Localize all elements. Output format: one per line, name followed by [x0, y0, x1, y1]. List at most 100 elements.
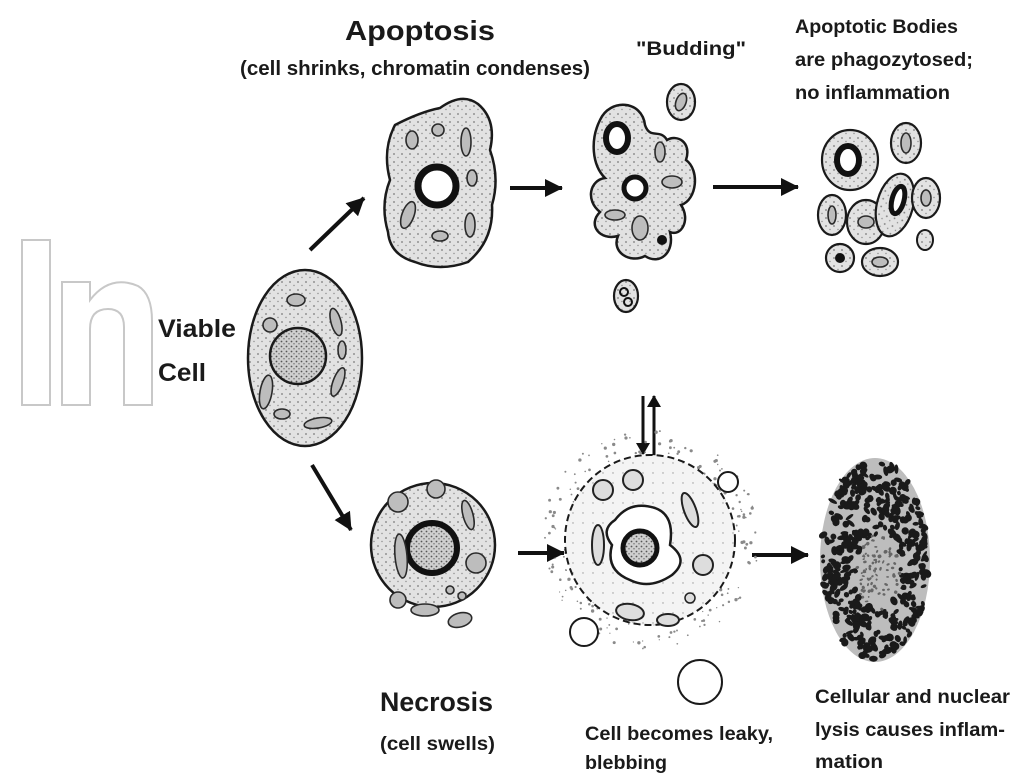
leaked-speckle: [548, 567, 550, 569]
leaked-speckle: [599, 618, 602, 621]
leaked-speckle: [570, 586, 573, 589]
leaked-speckle: [575, 586, 577, 588]
nucleus: [270, 328, 326, 384]
leaked-speckle: [588, 455, 590, 457]
apoptotic-bodies: [818, 123, 940, 276]
leaky-cell-label-line-2: blebbing: [585, 753, 667, 774]
organelle: [921, 190, 931, 206]
leaked-speckle: [563, 556, 565, 558]
leaked-speckle: [659, 639, 660, 640]
leaked-speckle: [643, 646, 646, 649]
leaked-speckle: [703, 624, 705, 626]
apoptotic-body: [818, 195, 846, 235]
leaked-speckle: [577, 487, 580, 490]
leaked-speckle: [588, 469, 591, 472]
leaked-speckle: [554, 527, 556, 529]
leaky-cell: [544, 430, 757, 704]
leaked-speckle: [702, 611, 703, 612]
leaked-speckle: [606, 627, 607, 628]
nuclear-fragment: [835, 253, 845, 263]
leaked-speckle: [559, 578, 562, 581]
leaked-speckle: [743, 490, 745, 492]
condensed-nucleus: [418, 167, 456, 205]
leaked-speckle: [659, 430, 661, 432]
leaked-speckle: [732, 507, 735, 510]
organelle: [447, 610, 474, 630]
apoptotic-bodies-line-1: Apoptotic Bodies: [795, 17, 958, 38]
organelle: [406, 131, 418, 149]
leaked-speckle: [629, 437, 631, 439]
leaked-speckle: [559, 591, 560, 592]
leaked-speckle: [738, 501, 740, 503]
leaked-speckle: [553, 511, 556, 514]
arrow-right-icon: [310, 198, 364, 250]
leaked-speckle: [599, 628, 602, 631]
leaked-speckle: [754, 556, 757, 559]
leaked-speckle: [556, 487, 559, 490]
bud: [667, 84, 695, 120]
apoptotic-body: [822, 130, 878, 190]
leaked-speckle: [737, 515, 739, 517]
leaked-speckle: [717, 454, 719, 456]
leaked-speckle: [669, 440, 672, 443]
lysed-cell: [818, 458, 933, 662]
leaked-speckle: [721, 468, 723, 470]
leaked-speckle: [654, 431, 657, 434]
leaked-speckle: [707, 614, 708, 615]
leaked-speckle: [606, 455, 609, 458]
shrinking-cell: [384, 99, 495, 267]
apoptosis-title: Apoptosis: [345, 15, 495, 46]
leaked-speckle: [669, 446, 672, 449]
leaked-speckle: [608, 624, 610, 626]
leaked-speckle: [673, 447, 675, 449]
leaked-speckle: [727, 588, 729, 590]
apoptotic-bodies-line-2: are phagozytosed;: [795, 50, 973, 71]
organelle: [605, 210, 625, 220]
viable-cell-label-line-1: Viable: [158, 315, 236, 343]
bleb: [570, 618, 598, 646]
organelle: [657, 235, 667, 245]
leaked-speckle: [580, 602, 583, 605]
leaked-speckle: [571, 494, 573, 496]
leaked-speckle: [741, 511, 742, 512]
leaked-speckle: [552, 563, 554, 565]
mitochondrion: [461, 128, 471, 156]
leaked-speckle: [673, 630, 675, 632]
leaked-speckle: [748, 562, 751, 565]
leaked-speckle: [735, 494, 737, 496]
mitochondrion: [592, 525, 604, 565]
budding-cell: [591, 84, 695, 312]
leaked-speckle: [548, 499, 551, 502]
mitochondrion: [465, 213, 475, 237]
leaked-speckle: [719, 469, 721, 471]
leaked-speckle: [633, 641, 634, 642]
organelle: [287, 294, 305, 306]
nuclear-fragment: [837, 146, 859, 174]
leaked-speckle: [687, 634, 689, 636]
organelle: [593, 480, 613, 500]
leaked-speckle: [658, 442, 661, 445]
organelle: [338, 341, 346, 359]
leaked-speckle: [676, 643, 678, 645]
leaked-speckle: [554, 558, 555, 559]
leaked-speckle: [644, 451, 646, 453]
arrow-right-icon: [312, 465, 351, 530]
organelle: [693, 555, 713, 575]
nuclear-fragment: [606, 124, 628, 152]
leaky-cell-label-line-1: Cell becomes leaky,: [585, 724, 773, 745]
lysis-label-line-3: mation: [815, 752, 883, 773]
leaked-speckle: [637, 641, 640, 644]
leaked-speckle: [676, 630, 678, 632]
leaked-speckle: [740, 541, 743, 544]
leaked-speckle: [717, 464, 718, 465]
leaked-speckle: [670, 631, 673, 634]
leaked-speckle: [578, 458, 581, 461]
bleb: [718, 472, 738, 492]
lysis-label-line-1: Cellular and nuclear: [815, 687, 1011, 708]
leaked-speckle: [570, 488, 572, 490]
organelle: [901, 133, 911, 153]
apoptotic-body: [862, 248, 898, 276]
organelle: [858, 216, 874, 228]
leaked-speckle: [739, 597, 741, 599]
leaked-speckle: [642, 640, 643, 641]
